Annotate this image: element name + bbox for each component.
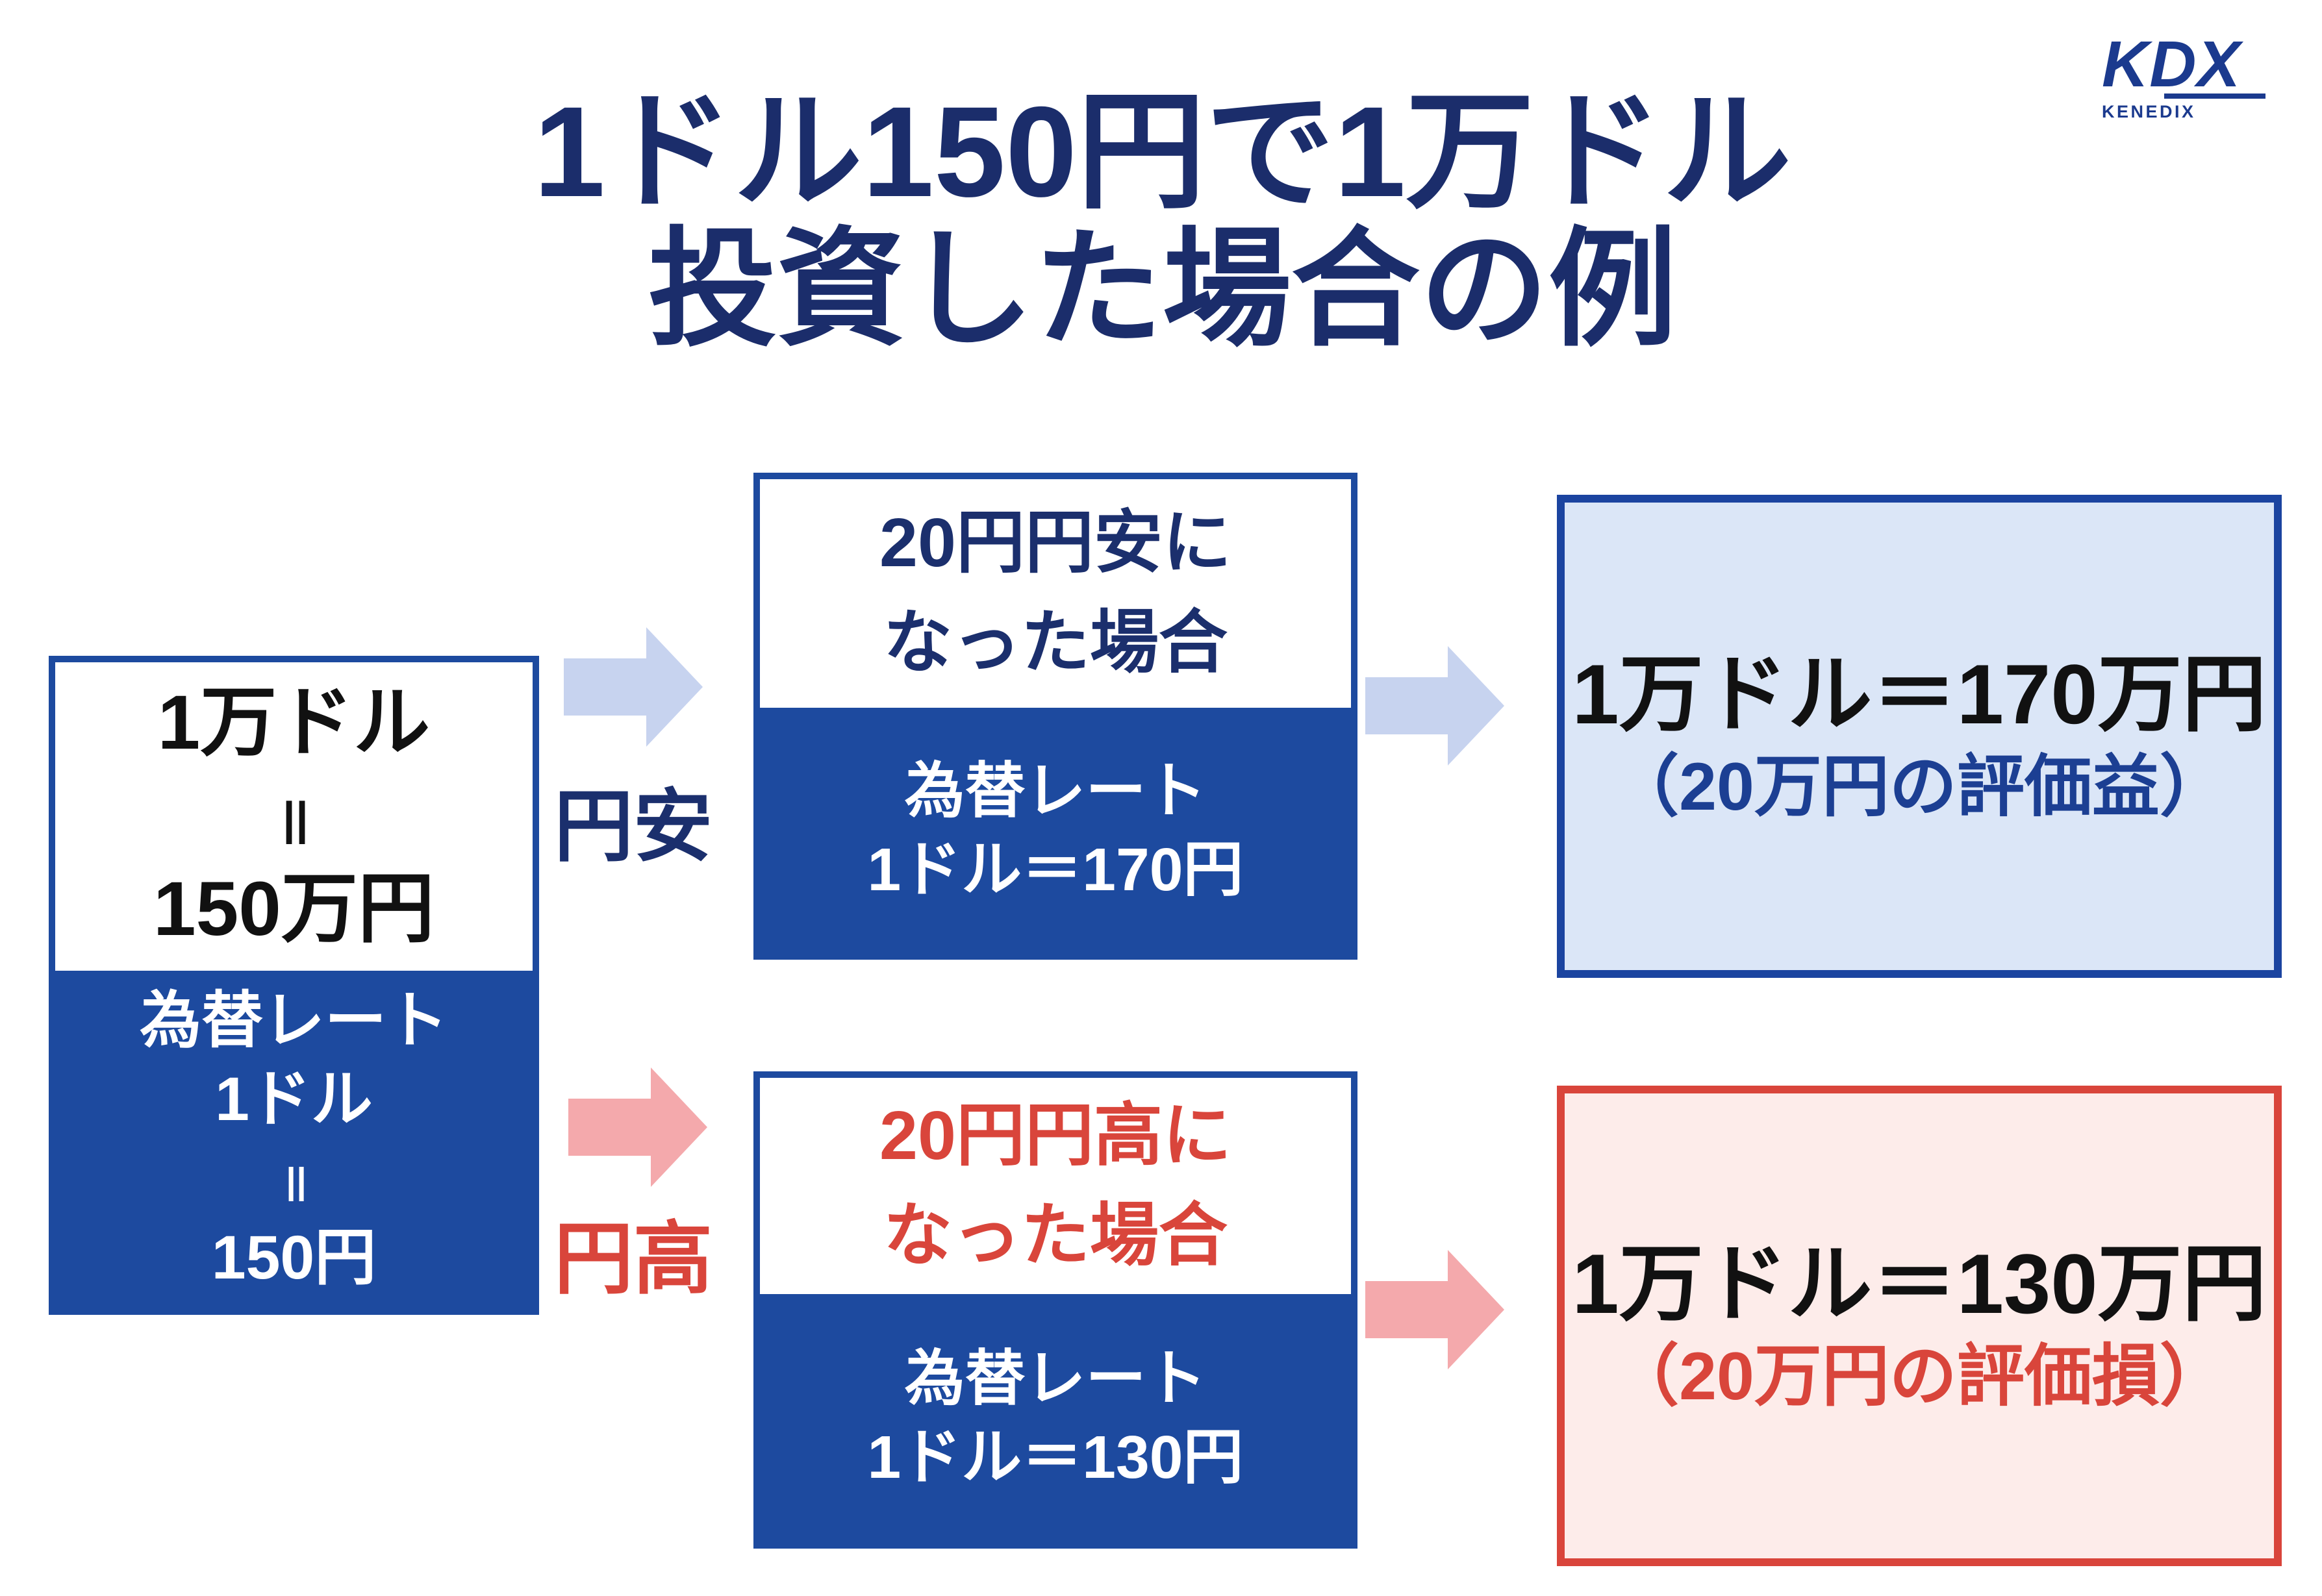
result-box-loss: 1万ドル＝130万円 （20万円の評価損） bbox=[1557, 1086, 2282, 1566]
case-rate-label: 為替レート bbox=[904, 1345, 1207, 1413]
kdx-logo: KDX KENEDIX bbox=[2102, 28, 2265, 122]
start-amount-line1: 1万ドル bbox=[157, 679, 431, 766]
case-heading-line2: なった場合 bbox=[883, 1197, 1228, 1274]
kdx-logo-underline bbox=[2164, 94, 2265, 99]
case-box-yen-weak: 20円円安に なった場合 為替レート 1ドル＝170円 bbox=[753, 473, 1357, 960]
vertical-equals-sign: ＝ bbox=[262, 793, 327, 851]
result-box-gain: 1万ドル＝170万円 （20万円の評価益） bbox=[1557, 495, 2282, 978]
case-box-yen-weak-rate-section: 為替レート 1ドル＝170円 bbox=[760, 708, 1351, 953]
case-heading-line1: 20円円高に bbox=[879, 1097, 1231, 1174]
kdx-logo-subbrand: KENEDIX bbox=[2102, 102, 2196, 121]
page-title-line2: 投資した場合の例 bbox=[648, 217, 1677, 361]
page-title: 1ドル150円で1万ドル 投資した場合の例 bbox=[312, 83, 2013, 358]
arrow-right-shape bbox=[568, 1067, 707, 1187]
start-amount-line2: 150万円 bbox=[153, 866, 435, 953]
arrow-right-shape bbox=[564, 627, 703, 747]
page-title-line1: 1ドル150円で1万ドル bbox=[533, 80, 1792, 223]
case-box-yen-weak-heading-section: 20円円安に なった場合 bbox=[760, 479, 1351, 708]
case-rate-value: 1ドル＝130円 bbox=[867, 1423, 1244, 1491]
case-rate-label: 為替レート bbox=[904, 757, 1207, 825]
arrow-right-shape bbox=[1365, 1250, 1504, 1369]
result-amount-loss: 1万ドル＝130万円 bbox=[1572, 1236, 2267, 1332]
case-box-yen-strong: 20円円高に なった場合 為替レート 1ドル＝130円 bbox=[753, 1071, 1357, 1549]
start-rate-line2: 150円 bbox=[211, 1223, 377, 1292]
kdx-logo-brand: KDX bbox=[2102, 28, 2241, 101]
start-box-rate-section: 為替レート 1ドル ＝ 150円 bbox=[55, 971, 533, 1308]
result-amount-gain: 1万ドル＝170万円 bbox=[1572, 647, 2267, 742]
result-note-gain: （20万円の評価益） bbox=[1611, 749, 2227, 825]
start-rate-line1: 1ドル bbox=[215, 1065, 373, 1134]
start-box: 1万ドル ＝ 150万円 為替レート 1ドル ＝ 150円 bbox=[49, 656, 539, 1315]
vertical-equals-sign: ＝ bbox=[269, 1161, 320, 1207]
flow-label-yen-weak: 円安 bbox=[554, 782, 713, 871]
flow-label-yen-strong: 円高 bbox=[554, 1215, 713, 1303]
case-heading-line2: なった場合 bbox=[883, 605, 1228, 681]
case-heading-line1: 20円円安に bbox=[879, 505, 1231, 582]
result-note-loss: （20万円の評価損） bbox=[1611, 1339, 2227, 1415]
arrow-right-icon bbox=[564, 627, 703, 747]
start-rate-label: 為替レート bbox=[139, 986, 448, 1055]
arrow-right-icon bbox=[568, 1067, 707, 1187]
arrow-right-icon bbox=[1365, 1250, 1504, 1369]
case-rate-value: 1ドル＝170円 bbox=[867, 836, 1244, 903]
case-box-yen-strong-heading-section: 20円円高に なった場合 bbox=[760, 1078, 1351, 1294]
arrow-right-icon bbox=[1365, 646, 1504, 766]
case-box-yen-strong-rate-section: 為替レート 1ドル＝130円 bbox=[760, 1294, 1351, 1542]
start-box-amount-section: 1万ドル ＝ 150万円 bbox=[55, 662, 533, 971]
arrow-right-shape bbox=[1365, 646, 1504, 766]
